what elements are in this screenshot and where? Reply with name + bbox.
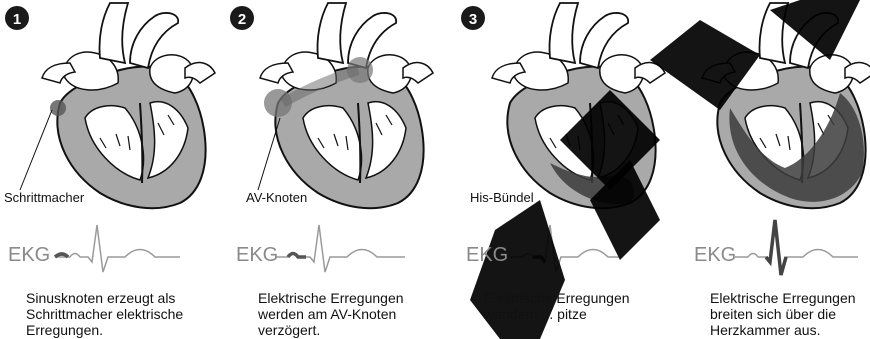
heart-illustration-3 xyxy=(492,3,665,208)
ekg-active-4 xyxy=(766,220,786,275)
label-av-knoten: AV-Knoten xyxy=(246,190,307,205)
label-pointer-1 xyxy=(20,110,52,190)
ekg-trace-1 xyxy=(55,225,180,272)
panel-1: 1 xyxy=(5,3,215,208)
ekg-active-2 xyxy=(288,254,306,258)
number-badge-1-text: 1 xyxy=(13,11,21,28)
ekg-label-1: EKG xyxy=(8,244,50,267)
panel-4 xyxy=(702,3,870,208)
number-badge-2-text: 2 xyxy=(238,11,246,28)
ekg-label-3: EKG xyxy=(466,244,508,267)
panel-2: 2 xyxy=(230,3,433,208)
caption-3: Elektrische Erregungen wandern ... pitze xyxy=(484,290,630,322)
caption-2: Elektrische Erregungen werden am AV-Knot… xyxy=(258,290,404,338)
heart-illustration-1 xyxy=(42,3,215,208)
caption-4: Elektrische Erregungen breiten sich über… xyxy=(710,290,856,338)
label-pointer-2 xyxy=(258,118,280,190)
ekg-label-2: EKG xyxy=(236,244,278,267)
label-schrittmacher: Schrittmacher xyxy=(4,190,84,205)
number-badge-3-text: 3 xyxy=(469,11,477,28)
ekg-trace-2 xyxy=(275,225,405,272)
heart-illustration-4 xyxy=(702,3,870,208)
ekg-trace-4 xyxy=(735,220,858,275)
ekg-traces xyxy=(55,220,858,275)
label-his-buendel: His-Bündel xyxy=(470,190,534,205)
heart-illustration-2 xyxy=(260,3,433,208)
ekg-label-4: EKG xyxy=(694,244,736,267)
caption-1: Sinusknoten erzeugt als Schrittmacher el… xyxy=(26,290,183,338)
sinus-node-highlight xyxy=(50,100,66,116)
